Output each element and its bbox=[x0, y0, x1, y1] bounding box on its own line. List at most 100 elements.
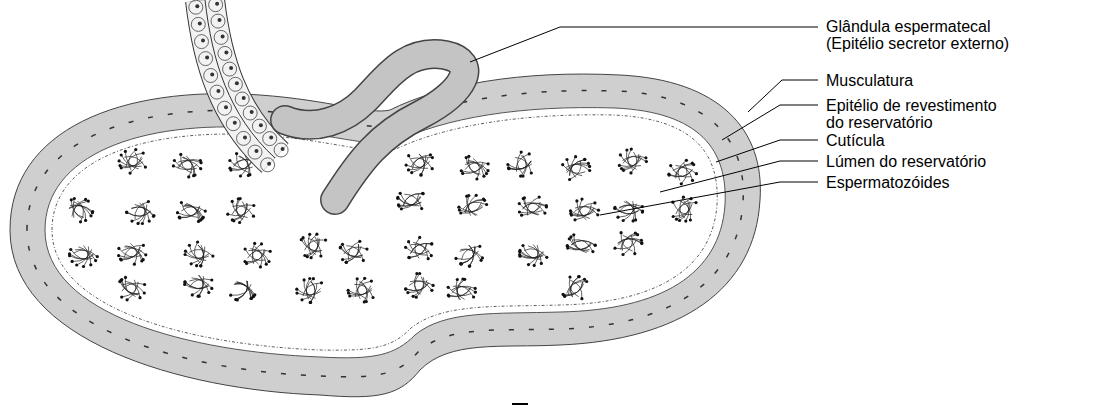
sperm-tail bbox=[248, 250, 269, 261]
duct-cell bbox=[218, 46, 232, 60]
sperm-head bbox=[475, 194, 478, 197]
sperm-head bbox=[583, 158, 586, 161]
sperm-head bbox=[229, 294, 232, 297]
sperm-head bbox=[243, 260, 246, 263]
sperm-head bbox=[518, 210, 521, 213]
duct-cell bbox=[261, 158, 275, 172]
sperm-head bbox=[622, 219, 625, 222]
sperm-tail bbox=[517, 152, 522, 173]
sperm-head bbox=[125, 211, 128, 214]
sperm-head bbox=[142, 244, 145, 247]
sperm-head bbox=[569, 235, 572, 238]
sperm-tail bbox=[121, 247, 140, 260]
sperm-tail bbox=[619, 158, 641, 167]
sperm-label: Espermatozóides bbox=[826, 174, 1046, 191]
sperm-head bbox=[410, 171, 413, 174]
cell-nucleus bbox=[224, 50, 228, 54]
sperm-tail bbox=[240, 202, 246, 223]
sperm-tail bbox=[122, 248, 146, 255]
sperm-head bbox=[404, 246, 407, 249]
sperm-head bbox=[407, 256, 410, 259]
sperm-head bbox=[69, 248, 72, 251]
sperm-head bbox=[75, 263, 78, 266]
sperm-head bbox=[252, 204, 255, 207]
sperm-head bbox=[197, 220, 200, 223]
sperm-head bbox=[124, 150, 127, 153]
sperm-tail bbox=[132, 207, 154, 216]
sperm-head bbox=[237, 197, 240, 200]
sperm-head bbox=[118, 280, 121, 283]
duct-cells bbox=[189, 0, 288, 172]
sperm-tail bbox=[194, 242, 200, 263]
sperm-head bbox=[678, 219, 681, 222]
scale-bar bbox=[512, 403, 528, 405]
sperm-tail bbox=[198, 245, 204, 266]
sperm-head bbox=[594, 243, 597, 246]
sperm-head bbox=[79, 220, 82, 223]
sperm-tail bbox=[460, 249, 483, 257]
cell-nucleus bbox=[242, 96, 246, 100]
sperm-tail bbox=[252, 243, 258, 264]
sperm-tail bbox=[185, 282, 209, 289]
sperm-tail bbox=[127, 211, 151, 216]
gland-label: Glândula espermatecal (Epitélio secretor… bbox=[826, 18, 1026, 52]
sperm-head bbox=[566, 247, 569, 250]
sperm-head bbox=[399, 192, 402, 195]
sperm-head bbox=[371, 296, 374, 299]
sperm-head bbox=[467, 194, 470, 197]
sperm-head bbox=[201, 217, 204, 220]
duct-cell bbox=[214, 30, 228, 44]
sperm-head bbox=[481, 256, 484, 259]
sperm-head bbox=[420, 173, 423, 176]
sperm-tail bbox=[237, 281, 247, 300]
sperm-head bbox=[356, 277, 359, 280]
sperm-tail bbox=[528, 246, 541, 264]
cell-nucleus bbox=[267, 162, 271, 166]
sperm-head bbox=[130, 220, 133, 223]
sperm-head bbox=[207, 291, 210, 294]
sperm-head bbox=[84, 219, 87, 222]
sperm-tail bbox=[681, 163, 687, 184]
sperm-head bbox=[682, 196, 685, 199]
sperm-head bbox=[429, 153, 432, 156]
sperm-head bbox=[179, 153, 182, 156]
sperm-head bbox=[594, 244, 597, 247]
sperm-tail bbox=[520, 252, 544, 258]
sperm-tail bbox=[509, 161, 531, 170]
sperm-head bbox=[310, 256, 313, 259]
sperm-tail bbox=[571, 277, 579, 297]
sperm-tail bbox=[239, 156, 249, 176]
sperm-head bbox=[199, 167, 202, 170]
sperm-head bbox=[408, 256, 411, 259]
sperm-tail bbox=[198, 275, 203, 296]
sperm-head bbox=[474, 291, 477, 294]
sperm-head bbox=[143, 291, 146, 294]
sperm-head bbox=[190, 262, 193, 265]
sperm-tail bbox=[198, 245, 204, 266]
sperm-head bbox=[573, 218, 576, 221]
sperm-head bbox=[454, 257, 457, 260]
lumen-label: Lúmen do reservatório bbox=[826, 153, 1046, 170]
sperm-tail bbox=[669, 170, 693, 177]
gland-tube-outline bbox=[285, 54, 464, 200]
sperm-tail bbox=[457, 279, 463, 300]
sperm-head bbox=[588, 165, 591, 168]
sperm-tail bbox=[414, 274, 420, 295]
sperm-head bbox=[430, 289, 433, 292]
sperm-head bbox=[632, 219, 635, 222]
sperm-tail bbox=[410, 281, 432, 291]
sperm-head bbox=[199, 264, 202, 267]
sperm-head bbox=[486, 169, 489, 172]
sperm-head bbox=[178, 216, 181, 219]
sperm-head bbox=[365, 248, 368, 251]
duct-cell bbox=[218, 101, 232, 115]
sperm-head bbox=[460, 262, 463, 265]
sperm-head bbox=[407, 168, 410, 171]
duct-cell bbox=[211, 14, 225, 28]
sperm-head bbox=[259, 265, 262, 268]
sperm-head bbox=[520, 214, 523, 217]
sperm-head bbox=[472, 295, 475, 298]
sperm-head bbox=[630, 148, 633, 151]
sperm-tail bbox=[311, 281, 316, 302]
sperm-tail bbox=[509, 161, 531, 170]
